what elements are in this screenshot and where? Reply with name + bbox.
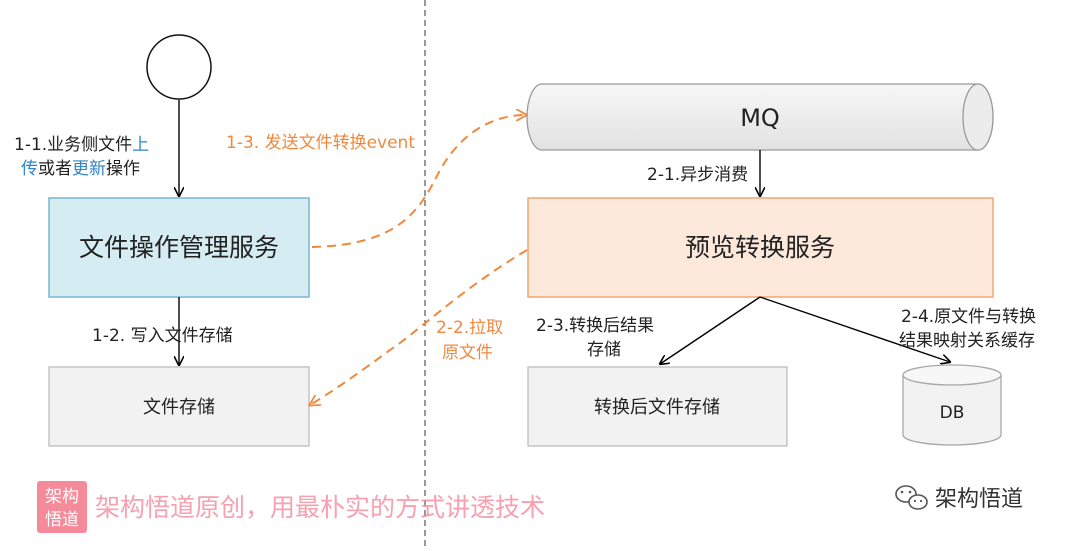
start-node xyxy=(146,34,212,100)
watermark-logo: 架构 悟道 xyxy=(37,481,87,533)
edge-1-3-label: 1-3. 发送文件转换event xyxy=(226,133,415,153)
watermark-logo-line2: 悟道 xyxy=(45,510,79,530)
edge-2-1-label: 2-1.异步消费 xyxy=(647,165,748,185)
wechat-icon xyxy=(895,485,928,510)
edge-1-3-arrow xyxy=(311,115,526,248)
edge-2-2-arrow xyxy=(310,249,528,405)
watermark-logo-line1: 架构 xyxy=(45,487,79,507)
file-service-box xyxy=(48,197,310,298)
account-name: 架构悟道 xyxy=(935,487,1023,512)
edge-2-4-arrow xyxy=(759,296,950,362)
edge-2-2-label-line2: 原文件 xyxy=(442,343,493,363)
file-service-label: 文件操作管理服务 xyxy=(79,233,279,262)
preview-service-label: 预览转换服务 xyxy=(685,233,835,262)
db-label: DB xyxy=(940,403,965,423)
edge-2-3-label-line1: 2-3.转换后结果 xyxy=(536,316,654,336)
edge-1-2-label: 1-2. 写入文件存储 xyxy=(92,326,233,346)
watermark-slogan: 架构悟道原创，用最朴实的方式讲透技术 xyxy=(95,493,545,522)
preview-service-box xyxy=(527,197,994,298)
converted-storage-box xyxy=(527,366,788,447)
edge-2-3-label-line2: 存储 xyxy=(587,340,621,360)
file-storage-label: 文件存储 xyxy=(143,397,215,418)
edge-2-2-label-line1: 2-2.拉取 xyxy=(436,318,503,338)
edge-1-1-label: 1-1.业务侧文件上 xyxy=(14,135,149,155)
mq-label: MQ xyxy=(740,104,780,132)
file-storage-box xyxy=(48,366,310,447)
edge-2-4-label-line2: 结果映射关系缓存 xyxy=(899,331,1035,351)
edge-2-4-label-line1: 2-4.原文件与转换 xyxy=(901,307,1036,327)
converted-storage-label: 转换后文件存储 xyxy=(594,397,720,418)
mq-node: MQ xyxy=(526,83,994,151)
edge-1-1-label-line2: 传或者更新操作 xyxy=(21,159,140,179)
edge-2-3-arrow xyxy=(660,296,761,364)
db-node: DB xyxy=(902,364,1002,446)
